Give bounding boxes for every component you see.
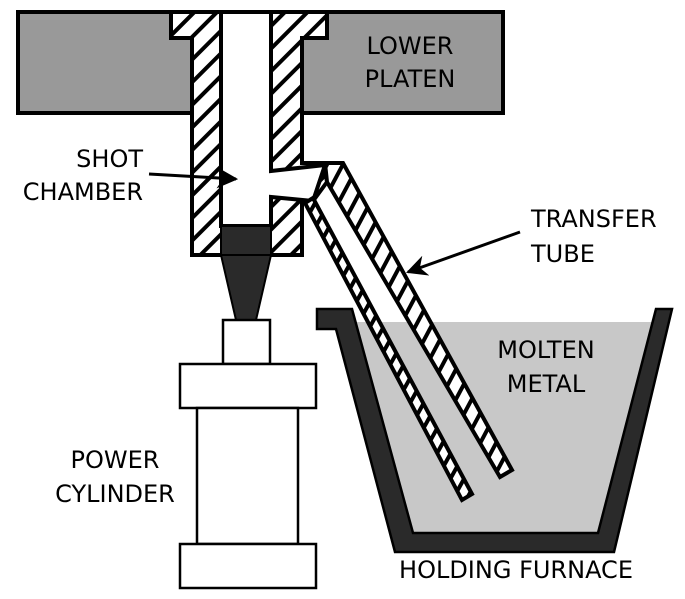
cylinder-bottom-cap xyxy=(178,542,318,590)
cylinder-rod-block xyxy=(221,318,272,366)
shot-chamber-label-line1: SHOT xyxy=(76,145,143,173)
holding-furnace-label: HOLDING FURNACE xyxy=(399,556,633,584)
plunger-rod xyxy=(219,254,273,321)
lower-platen-label-line2: PLATEN xyxy=(365,65,456,93)
transfer-tube-inner-wall xyxy=(302,195,475,503)
cylinder-barrel xyxy=(195,406,300,546)
holding-furnace xyxy=(315,307,674,554)
shot-chamber-label-line2: CHAMBER xyxy=(23,178,143,206)
transfer-tube-arrow xyxy=(406,230,521,276)
molten-metal-label-line2: METAL xyxy=(507,370,586,398)
transfer-tube-label-line1: TRANSFER xyxy=(530,205,657,233)
molten-metal-label-line1: MOLTEN xyxy=(497,336,594,364)
power-cylinder-label-line1: POWER xyxy=(71,446,160,474)
cylinder-top-cap xyxy=(178,362,318,410)
lower-platen-label-line1: LOWER xyxy=(367,32,454,60)
power-cylinder-label-line2: CYLINDER xyxy=(55,480,175,508)
plunger-head xyxy=(220,225,272,256)
transfer-tube-outer-wall xyxy=(322,161,515,480)
transfer-tube-label-line2: TUBE xyxy=(530,240,595,268)
shot-chamber-arrow xyxy=(148,167,239,189)
molten-metal xyxy=(352,322,658,533)
